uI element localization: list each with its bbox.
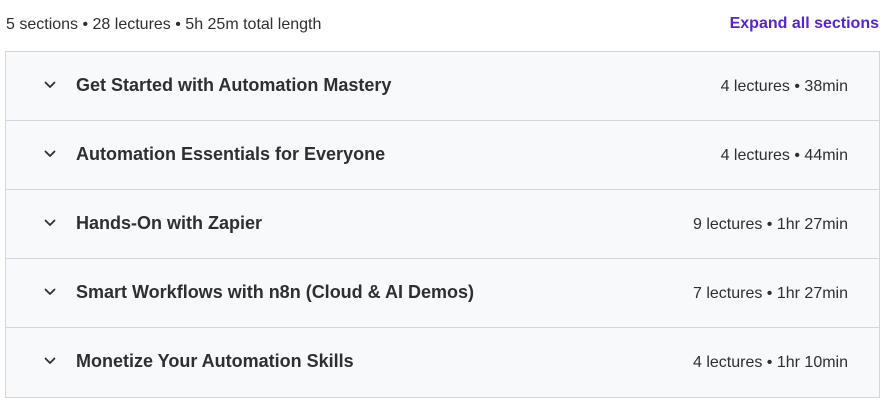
expand-all-sections-button[interactable]: Expand all sections (729, 15, 879, 32)
section-lecture-count: 4 lectures • 1hr 10min (692, 354, 848, 371)
chevron-down-icon (43, 216, 57, 230)
section-lecture-count: 7 lectures • 1hr 27min (692, 285, 848, 302)
chevron-down-icon (43, 354, 57, 368)
chevron-down-icon (43, 78, 57, 92)
section-lecture-count: 9 lectures • 1hr 27min (692, 216, 848, 233)
section-panel-monetize-skills[interactable]: Monetize Your Automation Skills 4 lectur… (6, 328, 879, 397)
section-panel-hands-on-zapier[interactable]: Hands-On with Zapier 9 lectures • 1hr 27… (6, 190, 879, 259)
section-title: Get Started with Automation Mastery (76, 75, 392, 95)
chevron-down-icon (43, 147, 57, 161)
section-title: Automation Essentials for Everyone (76, 144, 386, 164)
chevron-down-icon (43, 285, 57, 299)
section-title: Smart Workflows with n8n (Cloud & AI Dem… (76, 282, 475, 302)
section-panel-get-started[interactable]: Get Started with Automation Mastery 4 le… (6, 52, 879, 121)
section-lecture-count: 4 lectures • 44min (720, 147, 848, 164)
section-panel-automation-essentials[interactable]: Automation Essentials for Everyone 4 lec… (6, 121, 879, 190)
section-title: Monetize Your Automation Skills (76, 351, 354, 371)
course-summary-text: 5 sections • 28 lectures • 5h 25m total … (6, 16, 322, 33)
curriculum-summary-bar: 5 sections • 28 lectures • 5h 25m total … (0, 0, 885, 52)
curriculum-section-list: Get Started with Automation Mastery 4 le… (5, 51, 880, 398)
section-title: Hands-On with Zapier (76, 213, 263, 233)
section-panel-smart-workflows-n8n[interactable]: Smart Workflows with n8n (Cloud & AI Dem… (6, 259, 879, 328)
section-lecture-count: 4 lectures • 38min (720, 78, 848, 95)
